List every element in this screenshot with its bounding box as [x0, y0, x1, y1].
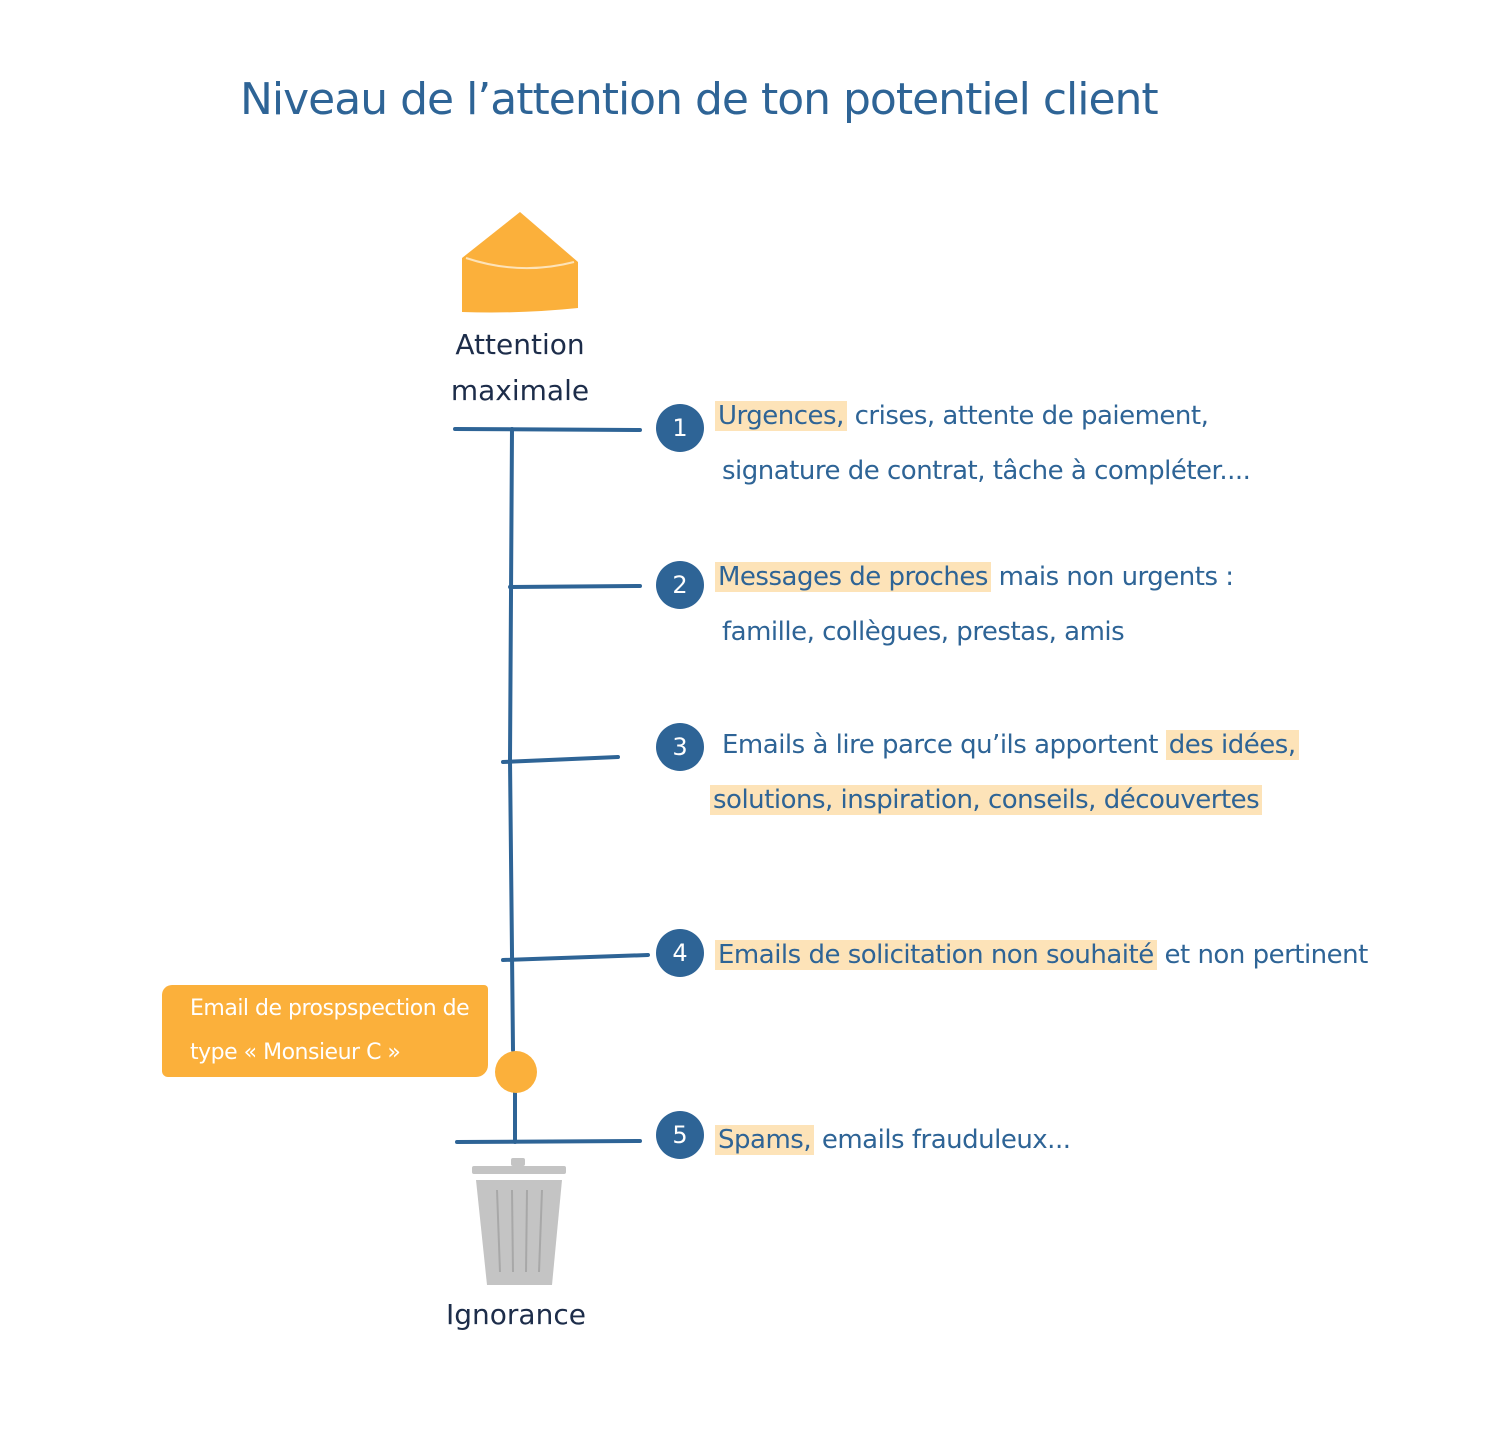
level-2-text-line: Messages de proches mais non urgents :	[715, 557, 1234, 597]
highlighted-text: des idées,	[1165, 730, 1299, 760]
diagram-title: Niveau de l’attention de ton potentiel c…	[240, 74, 1159, 125]
level-number-badge: 5	[656, 1111, 704, 1159]
envelope-icon	[462, 212, 578, 313]
text-segment: et non pertinent	[1156, 940, 1368, 970]
text-segment: emails frauduleux...	[814, 1125, 1071, 1155]
bottom-label: Ignorance	[446, 1298, 586, 1331]
level-1-text-line: signature de contrat, tâche à compléter.…	[722, 451, 1251, 491]
highlighted-text: Urgences,	[715, 401, 847, 431]
tick-3	[501, 755, 620, 764]
tick-5	[455, 1139, 642, 1144]
top-label: Attention maximale	[420, 322, 620, 414]
level-5-text-line: Spams, emails frauduleux...	[715, 1120, 1071, 1160]
highlighted-text: Spams,	[715, 1125, 815, 1155]
text-segment: signature de contrat, tâche à compléter.…	[722, 456, 1251, 486]
top-label-line: maximale	[450, 374, 590, 407]
callout-line: Email de prospspection de	[190, 996, 470, 1021]
highlighted-text: Emails de solicitation non souhaité	[715, 940, 1157, 970]
trash-icon	[472, 1158, 566, 1285]
vertical-axis	[507, 427, 517, 1144]
text-segment: mais non urgents :	[990, 562, 1234, 592]
text-segment: crises, attente de paiement,	[846, 401, 1209, 431]
level-1-text-line: Urgences, crises, attente de paiement,	[715, 396, 1209, 436]
highlighted-text: solutions, inspiration, conseils, découv…	[710, 785, 1263, 815]
level-3-text-line: Emails à lire parce qu’ils apportent des…	[722, 725, 1299, 765]
text-segment: Emails à lire parce qu’ils apportent	[722, 730, 1166, 760]
level-2-text-line: famille, collègues, prestas, amis	[722, 612, 1125, 652]
tick-1	[453, 427, 642, 432]
highlighted-text: Messages de proches	[715, 562, 991, 592]
position-marker	[495, 1051, 537, 1093]
text-segment: famille, collègues, prestas, amis	[722, 617, 1125, 647]
level-number-badge: 2	[656, 561, 704, 609]
level-number-badge: 4	[656, 929, 704, 977]
level-number-badge: 1	[656, 404, 704, 452]
level-3-text-line: solutions, inspiration, conseils, découv…	[710, 780, 1263, 820]
tick-4	[501, 953, 650, 962]
callout-line: type « Monsieur C »	[190, 1040, 401, 1065]
top-label-line: Attention	[455, 328, 585, 361]
prospecting-email-callout: Email de prospspection de type « Monsieu…	[162, 985, 488, 1077]
level-number-badge: 3	[656, 723, 704, 771]
level-4-text-line: Emails de solicitation non souhaité et n…	[715, 935, 1368, 975]
tick-2	[508, 584, 642, 589]
